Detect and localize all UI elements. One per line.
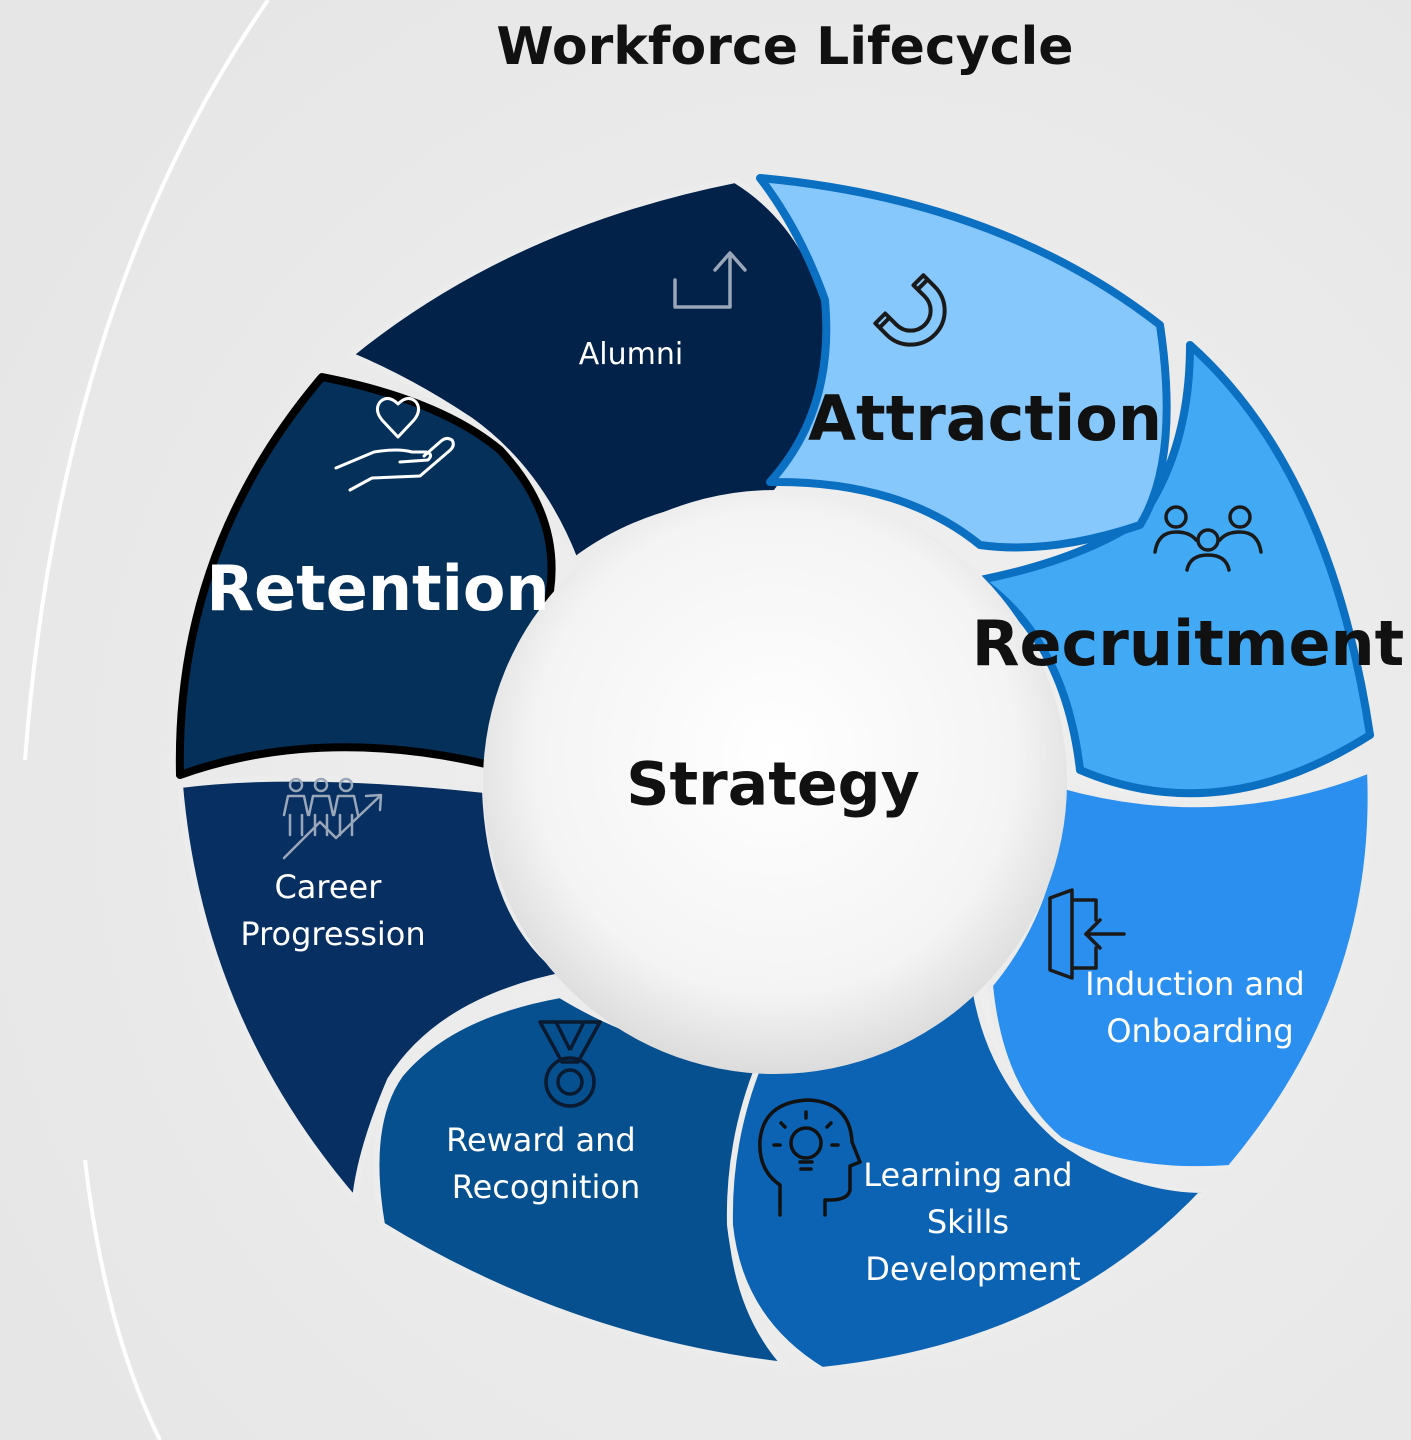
attraction-label: Attraction: [808, 382, 1162, 455]
decor-line-lower: [83, 1159, 162, 1440]
medal-icon: [538, 1020, 602, 1108]
learning-label-line3: Development: [865, 1250, 1080, 1288]
alumni-label: Alumni: [579, 337, 683, 372]
reward-label: Reward and Recognition: [446, 1121, 646, 1206]
hand-heart-icon: [334, 397, 455, 492]
induction-label-line2: Onboarding: [1106, 1012, 1293, 1050]
head-lightbulb-icon: [758, 1098, 862, 1217]
induction-label-line1: Induction and: [1085, 965, 1305, 1003]
reward-label-line2: Recognition: [452, 1168, 640, 1206]
decor-line-upper: [23, 0, 270, 761]
learning-label-line1: Learning and: [863, 1156, 1072, 1194]
induction-label: Induction and Onboarding: [1085, 965, 1315, 1050]
people-growth-icon: [282, 777, 383, 860]
magnet-icon: [873, 273, 947, 347]
alumni-icon: [673, 251, 747, 309]
center-circle: [483, 490, 1067, 1074]
career-label: Career Progression: [240, 868, 425, 953]
retention-label: Retention: [206, 552, 549, 625]
attraction-segment: [756, 174, 1171, 552]
career-label-line2: Progression: [240, 915, 425, 953]
recruitment-label: Recruitment: [972, 607, 1405, 680]
door-enter-icon: [1048, 888, 1126, 980]
reward-label-line1: Reward and: [446, 1121, 636, 1159]
induction-segment: [987, 767, 1374, 1173]
diagram-title: Workforce Lifecycle: [496, 17, 1073, 77]
career-label-line1: Career: [274, 868, 382, 906]
learning-label-line2: Skills: [927, 1203, 1009, 1241]
center-label: Strategy: [626, 750, 919, 820]
people-group-icon: [1153, 505, 1263, 572]
ring-segments: [175, 174, 1374, 1373]
learning-label: Learning and Skills Development: [863, 1156, 1082, 1288]
career-segment: [177, 775, 568, 1203]
